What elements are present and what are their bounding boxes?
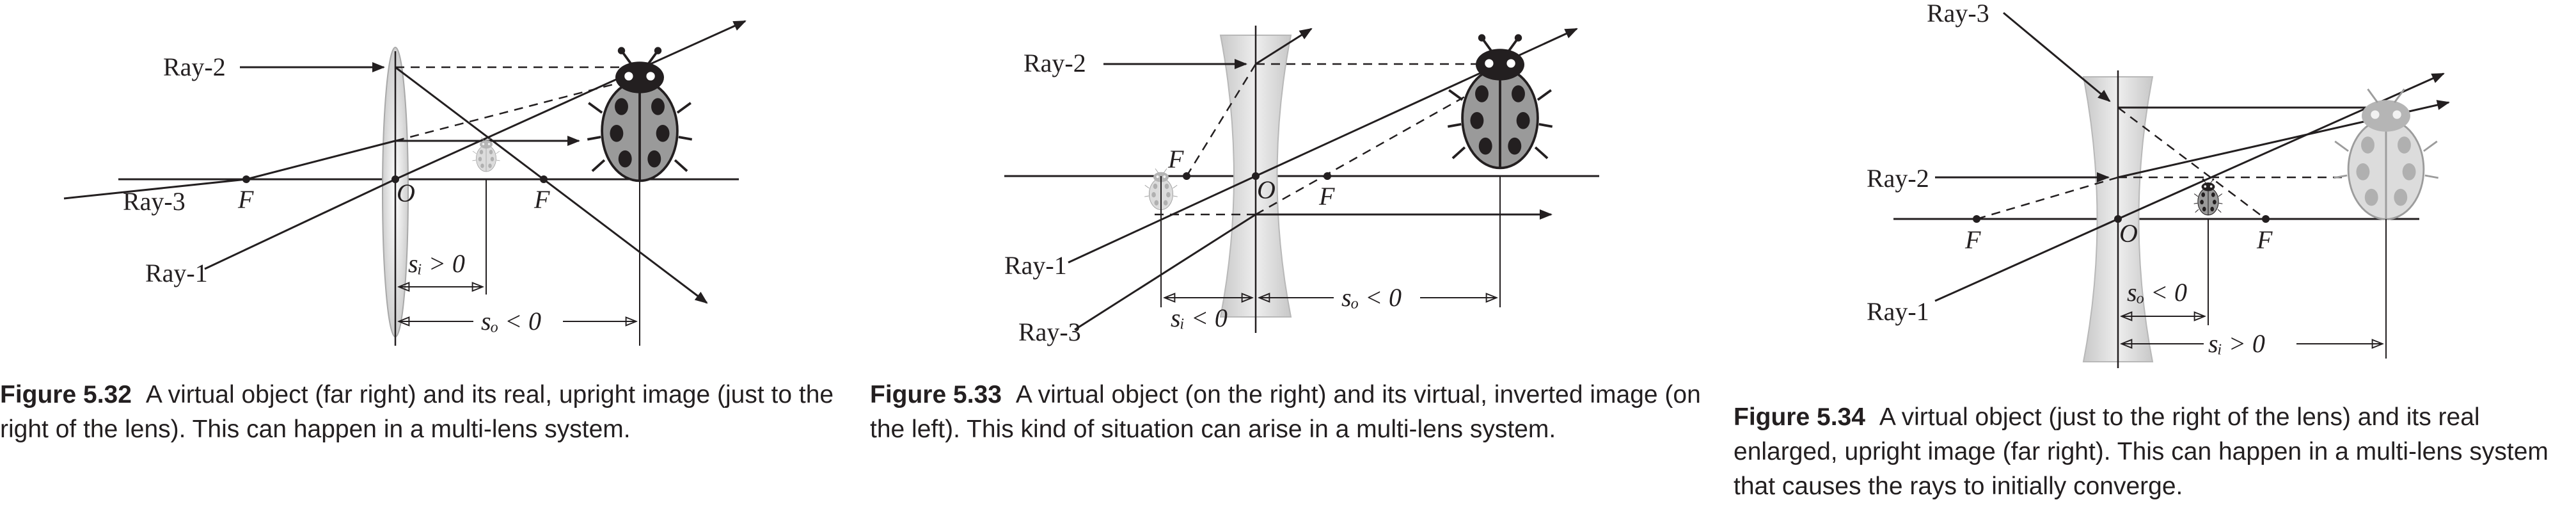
ray-1-label: Ray-1	[1004, 251, 1067, 280]
object-distance-label: sₒ < 0	[481, 307, 541, 335]
focal-point-left	[1973, 215, 1980, 223]
ray-3-label: Ray-3	[1018, 318, 1081, 346]
center-label: O	[2119, 219, 2138, 248]
focal-point-right	[540, 175, 548, 183]
focal-label-left: F	[1964, 225, 1981, 254]
focal-point-left	[242, 175, 250, 183]
ray-2-label: Ray-2	[163, 52, 226, 81]
ray-1-path	[1934, 72, 2445, 302]
ray-1-label: Ray-1	[145, 259, 208, 287]
ray-3-path	[2003, 12, 2394, 220]
center-label: O	[397, 179, 415, 207]
figure-label: Figure 5.33	[870, 381, 1002, 408]
ray-1-label: Ray-1	[1867, 297, 1929, 326]
caption-text: A virtual object (far right) and its rea…	[0, 381, 834, 443]
image-distance-label: sᵢ > 0	[2208, 329, 2265, 358]
image-distance-label: sᵢ > 0	[408, 249, 465, 278]
figure-5-34: Ray-3 Ray-2 Ray-1 F O F sₒ < 0 sᵢ > 0 Fi…	[1734, 0, 2576, 525]
figure-label: Figure 5.32	[0, 381, 132, 408]
convex-lens	[382, 47, 409, 346]
ray-2-label: Ray-2	[1023, 49, 1086, 77]
focal-label-right: F	[2256, 225, 2273, 254]
object-distance-label: sₒ < 0	[2127, 278, 2187, 307]
optical-center	[2114, 215, 2122, 223]
ray-1-path	[204, 20, 747, 270]
optical-center	[1252, 172, 1260, 180]
ray-3-path	[1074, 76, 1553, 331]
caption-text: A virtual object (on the right) and its …	[870, 381, 1701, 443]
figure-5-34-diagram: Ray-3 Ray-2 Ray-1 F O F sₒ < 0 sᵢ > 0	[1867, 0, 2450, 368]
ladybug-object-icon	[1446, 33, 1554, 170]
ray-3-label: Ray-3	[1927, 0, 1989, 28]
figure-5-33-diagram: Ray-2 Ray-1 Ray-3 F O F sᵢ < 0 sₒ < 0	[1004, 26, 1599, 346]
figure-5-32: Ray-2 Ray-3 Ray-1 F O F sᵢ > 0 sₒ < 0 Fi…	[0, 0, 867, 525]
figure-5-32-diagram: Ray-2 Ray-3 Ray-1 F O F sᵢ > 0 sₒ < 0	[63, 20, 747, 346]
ray-2-label: Ray-2	[1867, 164, 1929, 193]
caption-text: A virtual object (just to the right of t…	[1734, 403, 2548, 500]
optical-center	[391, 175, 399, 183]
ray-2-path	[240, 62, 708, 304]
ray-1-path	[1068, 28, 1578, 264]
focal-label-left: F	[1167, 145, 1184, 174]
figure-5-33: Ray-2 Ray-1 Ray-3 F O F sᵢ < 0 sₒ < 0 Fi…	[870, 0, 1734, 525]
focal-point-right	[1324, 172, 1331, 180]
object-distance-label: sₒ < 0	[1341, 283, 1402, 312]
focal-point-left	[1183, 172, 1190, 180]
focal-label-right: F	[1318, 182, 1335, 211]
focal-point-right	[2262, 215, 2270, 223]
focal-label-left: F	[237, 185, 254, 214]
figure-label: Figure 5.34	[1734, 403, 1865, 431]
ray-2-path	[1103, 28, 1510, 177]
image-distance-label: sᵢ < 0	[1171, 303, 1228, 332]
focal-label-right: F	[533, 185, 550, 214]
ray-3-label: Ray-3	[123, 187, 186, 216]
center-label: O	[1257, 175, 1276, 204]
